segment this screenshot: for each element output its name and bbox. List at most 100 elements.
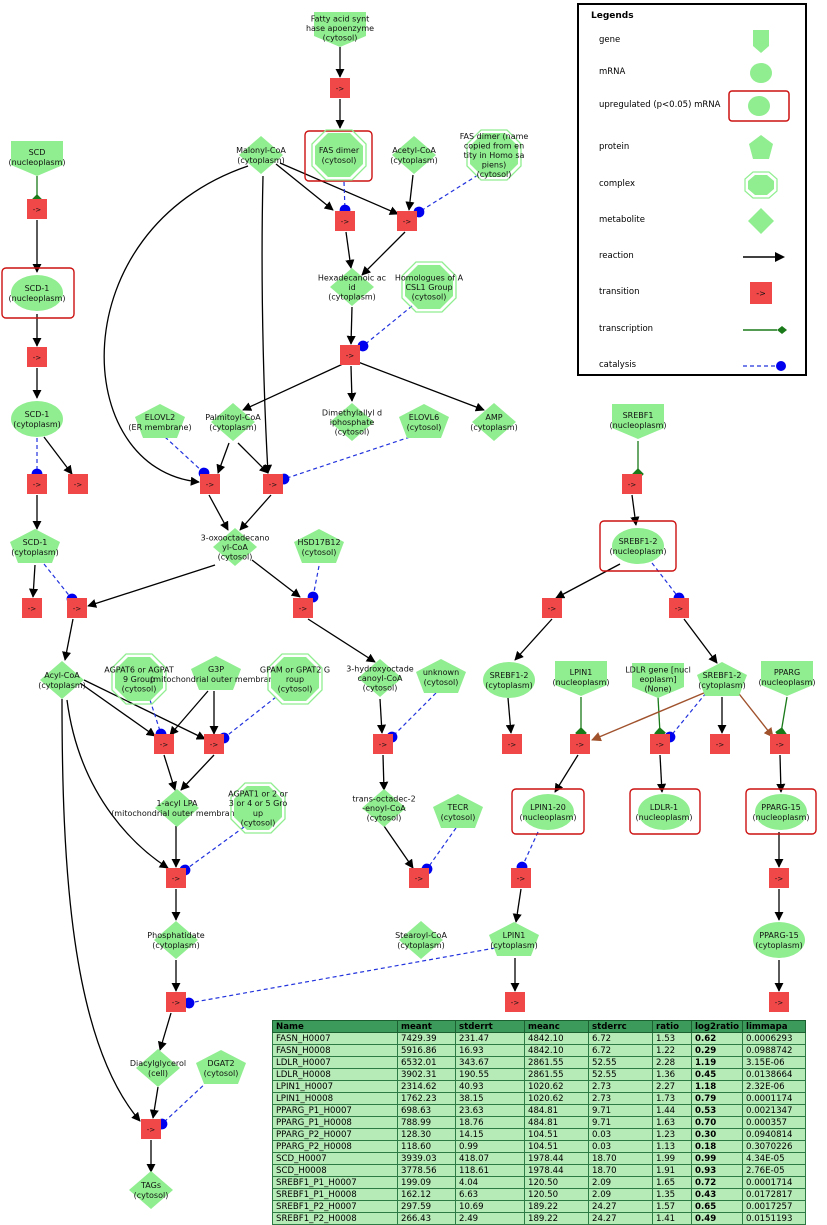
table-cell: 120.50: [524, 1176, 589, 1189]
srebf1_2_cyto-shape: [483, 662, 535, 698]
edge-layer: [28, 47, 788, 1173]
table-cell: 189.22: [524, 1200, 589, 1213]
node-label-lpin1_gene: LPIN1(nucleoplasm): [553, 668, 610, 687]
table-cell: 0.93: [691, 1164, 743, 1177]
pparg15_nuc-shape: [755, 794, 807, 830]
protein-shape-icon: [749, 135, 773, 159]
gpam-shape: [271, 657, 319, 701]
edge-reaction: [242, 362, 346, 411]
edge-catalysis: [339, 181, 351, 216]
table-cell: 1.18: [691, 1080, 743, 1093]
node-phosphatidate: Phosphatidate(cytoplasm): [147, 921, 205, 959]
srebf1_2_mrna-shape: [612, 528, 664, 564]
transition-node: ->: [570, 734, 590, 754]
edge-reaction: [149, 1086, 159, 1119]
dgat2-shape: [196, 1050, 246, 1084]
transition-node: ->: [770, 734, 790, 754]
transition-symbol: ->: [346, 352, 355, 360]
transition-symbol: ->: [33, 206, 42, 214]
node-dgat2: DGAT2(cytosol): [196, 1050, 246, 1084]
node-label-unknown: unknown(cytosol): [423, 668, 459, 687]
node-pparg_gene: PPARG(nucleoplasm): [759, 661, 815, 696]
table-cell: 1.73: [652, 1092, 692, 1105]
edge-reaction: [405, 174, 415, 211]
lpin1_20-shape: [522, 794, 574, 830]
edge-catalysis: [413, 174, 479, 218]
node-scd1_cyto: SCD-1(cytoplasm): [11, 401, 63, 437]
node-label-diacylglycerol: Diacylglycerol(cell): [130, 1059, 186, 1078]
table-cell: SREBF1_P2_H0007: [272, 1200, 398, 1213]
ldlr_gene-shape: [632, 663, 684, 698]
edge-activation: [735, 689, 774, 738]
upregulated-box: [745, 788, 817, 835]
table-cell: SREBF1_P1_H0007: [272, 1176, 398, 1189]
table-cell: PPARG_P1_H0007: [272, 1104, 398, 1117]
upregulated-box: [1, 267, 75, 319]
node-label-malonyl_coa: Malonyl-CoA(cytoplasm): [236, 146, 286, 165]
table-cell: LDLR_H0007: [272, 1056, 398, 1069]
transition-node: ->: [710, 734, 730, 754]
table-cell: 0.000357: [742, 1116, 806, 1129]
table-cell: 1.23: [652, 1128, 692, 1141]
table-cell: 0.0988742: [742, 1044, 806, 1057]
transition-node: ->: [669, 598, 689, 618]
agpat6-shape: [115, 657, 163, 701]
lpin1_gene-shape: [555, 661, 607, 696]
table-cell: 1.36: [652, 1068, 692, 1081]
legend-label-upregulated: upregulated (p<0.05) mRNA: [599, 100, 721, 110]
table-cell: 24.27: [588, 1212, 653, 1225]
edge-catalysis: [218, 696, 277, 744]
table-cell: 2314.62: [397, 1080, 456, 1093]
acsl1-shape: [405, 265, 453, 309]
node-label-srebf1_2_prot: SREBF1-2(cytoplasm): [698, 671, 746, 690]
table-cell: 788.99: [397, 1116, 456, 1129]
table-cell: 0.0940814: [742, 1128, 806, 1141]
table-cell: 6.72: [588, 1032, 653, 1045]
edge-reaction: [514, 618, 553, 661]
legend-row-metabolite: metabolite: [579, 206, 807, 236]
legend-label-metabolite: metabolite: [599, 215, 645, 225]
node-label-lpin1_cyto: LPIN1(cytoplasm): [490, 931, 538, 950]
table-cell: 0.49: [691, 1212, 743, 1225]
edge-reaction: [87, 564, 216, 608]
edge-activation: [591, 689, 712, 742]
node-srebf1_2_mrna: SREBF1-2(nucleoplasm): [599, 520, 677, 572]
table-cell: 7429.39: [397, 1032, 456, 1045]
elovl6-shape: [399, 404, 449, 438]
table-cell: 189.22: [524, 1212, 589, 1225]
table-cell: 0.62: [691, 1032, 743, 1045]
table-cell: 0.43: [691, 1188, 743, 1201]
legend-label-reaction: reaction: [599, 251, 634, 261]
transition-symbol: ->: [299, 605, 308, 613]
transcription-arrow-icon: [743, 326, 787, 334]
legend-box: Legends gene mRNA upregulated (p<0.05) m…: [577, 3, 807, 376]
transition-symbol: ->: [206, 481, 215, 489]
node-label-elovl6: ELOVL6(cytosol): [407, 413, 442, 432]
table-cell: 343.67: [455, 1056, 525, 1069]
table-cell: 0.0006293: [742, 1032, 806, 1045]
edge-reaction: [103, 165, 249, 486]
table-cell: 1.41: [652, 1212, 692, 1225]
pparg15_cyto-shape: [753, 922, 805, 958]
transition-node: ->: [340, 345, 360, 365]
edge-reaction: [554, 754, 579, 793]
table-cell: 2.09: [588, 1188, 653, 1201]
table-cell: 0.0017257: [742, 1200, 806, 1213]
transition-symbol: ->: [656, 741, 665, 749]
edge-reaction: [66, 699, 169, 869]
table-cell: 1.44: [652, 1104, 692, 1117]
node-tecr: TECR(cytosol): [433, 794, 483, 828]
table-cell: 9.71: [588, 1104, 653, 1117]
legend-row-gene: gene: [579, 26, 807, 56]
edge-reaction: [169, 690, 209, 736]
edge-catalysis: [664, 692, 707, 743]
transition-symbol: ->: [33, 481, 42, 489]
table-cell: 0.0172817: [742, 1188, 806, 1201]
